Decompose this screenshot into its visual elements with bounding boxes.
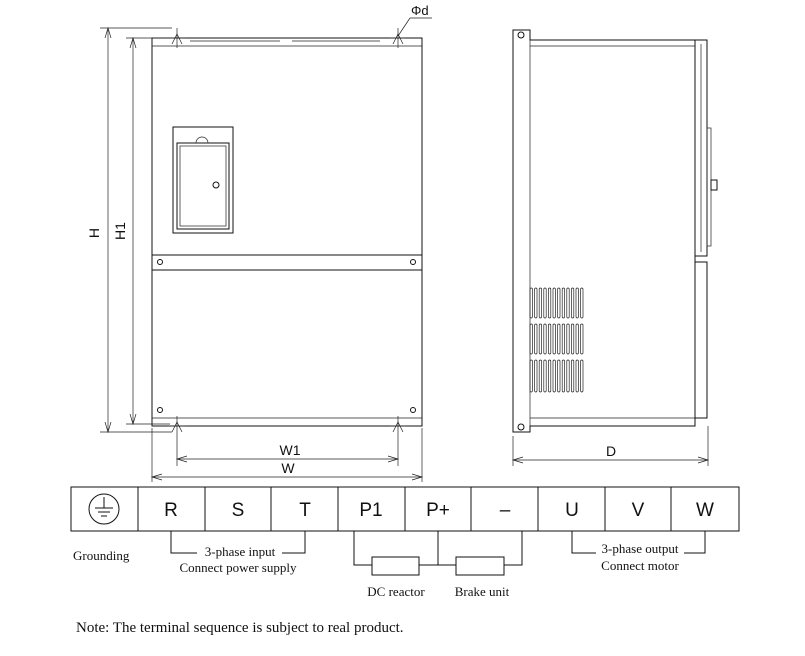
side-housing xyxy=(512,29,696,433)
vent-slot xyxy=(543,287,547,319)
vent-slot xyxy=(557,359,561,393)
dimension-W1: W1 xyxy=(175,436,400,466)
mount-hole-top-left xyxy=(169,28,185,48)
vent-slot xyxy=(561,323,565,355)
brake-unit-symbol xyxy=(455,556,505,576)
vent-slot xyxy=(566,323,570,355)
vent-slot xyxy=(543,323,547,355)
dimension-W: W xyxy=(150,428,424,482)
side-view xyxy=(512,29,718,433)
dc-reactor-symbol xyxy=(371,556,420,576)
vent-slot xyxy=(529,287,533,319)
front-view: Φd xyxy=(151,3,432,436)
vent-slot xyxy=(580,359,584,393)
vent-slot xyxy=(557,287,561,319)
vent-slot xyxy=(561,287,565,319)
output-label-line2: Connect motor xyxy=(601,558,679,573)
vent-slot xyxy=(552,323,556,355)
W1-label: W1 xyxy=(280,442,301,458)
phi-d-callout: Φd xyxy=(397,3,432,37)
vent-slot xyxy=(534,287,538,319)
front-housing xyxy=(151,37,423,427)
vent-slot xyxy=(534,359,538,393)
vent-slot xyxy=(538,323,542,355)
D-label: D xyxy=(606,443,616,459)
vent-slot xyxy=(571,287,575,319)
vent-slot xyxy=(548,323,552,355)
input-bracket: 3-phase input Connect power supply xyxy=(170,531,306,575)
vent-slot xyxy=(552,359,556,393)
vent-slot xyxy=(571,359,575,393)
dc-reactor-label: DC reactor xyxy=(367,584,425,599)
vent-slot xyxy=(566,287,570,319)
brake-unit-label: Brake unit xyxy=(455,584,510,599)
H1-label: H1 xyxy=(112,222,128,240)
vent-slot xyxy=(529,323,533,355)
terminal-P1: P1 xyxy=(359,500,382,521)
dimension-D: D xyxy=(511,426,710,466)
vent-slot xyxy=(529,359,533,393)
output-bracket: 3-phase output Connect motor xyxy=(571,531,706,573)
output-label-line1: 3-phase output xyxy=(602,541,679,556)
mount-hole-bottom-right xyxy=(390,416,406,436)
terminal-S: S xyxy=(232,500,245,521)
vent-slot xyxy=(566,359,570,393)
dimension-H1: H1 xyxy=(112,36,170,426)
terminal-W: W xyxy=(696,500,714,521)
vent-slot xyxy=(557,323,561,355)
vent-slot xyxy=(561,359,565,393)
vent-slot xyxy=(580,323,584,355)
ground-icon xyxy=(88,493,120,525)
vent-slot xyxy=(580,287,584,319)
vent-slot xyxy=(538,359,542,393)
vent-slot xyxy=(548,359,552,393)
H-label: H xyxy=(86,228,102,238)
grounding-label: Grounding xyxy=(73,548,130,563)
vent-slot xyxy=(575,323,579,355)
terminal-Pplus: P+ xyxy=(426,500,450,521)
keypad-panel xyxy=(172,126,234,234)
input-label-line2: Connect power supply xyxy=(180,560,297,575)
vent-slot xyxy=(534,323,538,355)
terminal-V: V xyxy=(632,500,645,521)
input-label-line1: 3-phase input xyxy=(205,544,276,559)
W-label: W xyxy=(281,460,295,476)
terminal-U: U xyxy=(565,500,579,521)
mount-hole-bottom-left xyxy=(169,416,185,436)
dc-bus-wiring: DC reactor Brake unit xyxy=(353,531,523,599)
vent-slot xyxy=(575,359,579,393)
terminal-R: R xyxy=(164,500,178,521)
side-vents xyxy=(529,287,584,393)
vent-slot xyxy=(575,287,579,319)
vent-slot xyxy=(543,359,547,393)
dimension-H: H xyxy=(86,26,172,434)
vent-slot xyxy=(538,287,542,319)
mount-hole-top-right xyxy=(390,28,406,48)
note-text: Note: The terminal sequence is subject t… xyxy=(76,620,404,636)
phi-d-label: Φd xyxy=(411,3,429,18)
terminal-minus: – xyxy=(500,500,511,521)
terminal-block: R S T P1 P+ – U V W xyxy=(70,486,740,532)
vent-slot xyxy=(548,287,552,319)
terminal-T: T xyxy=(299,500,311,521)
vent-slot xyxy=(552,287,556,319)
vent-slot xyxy=(571,323,575,355)
